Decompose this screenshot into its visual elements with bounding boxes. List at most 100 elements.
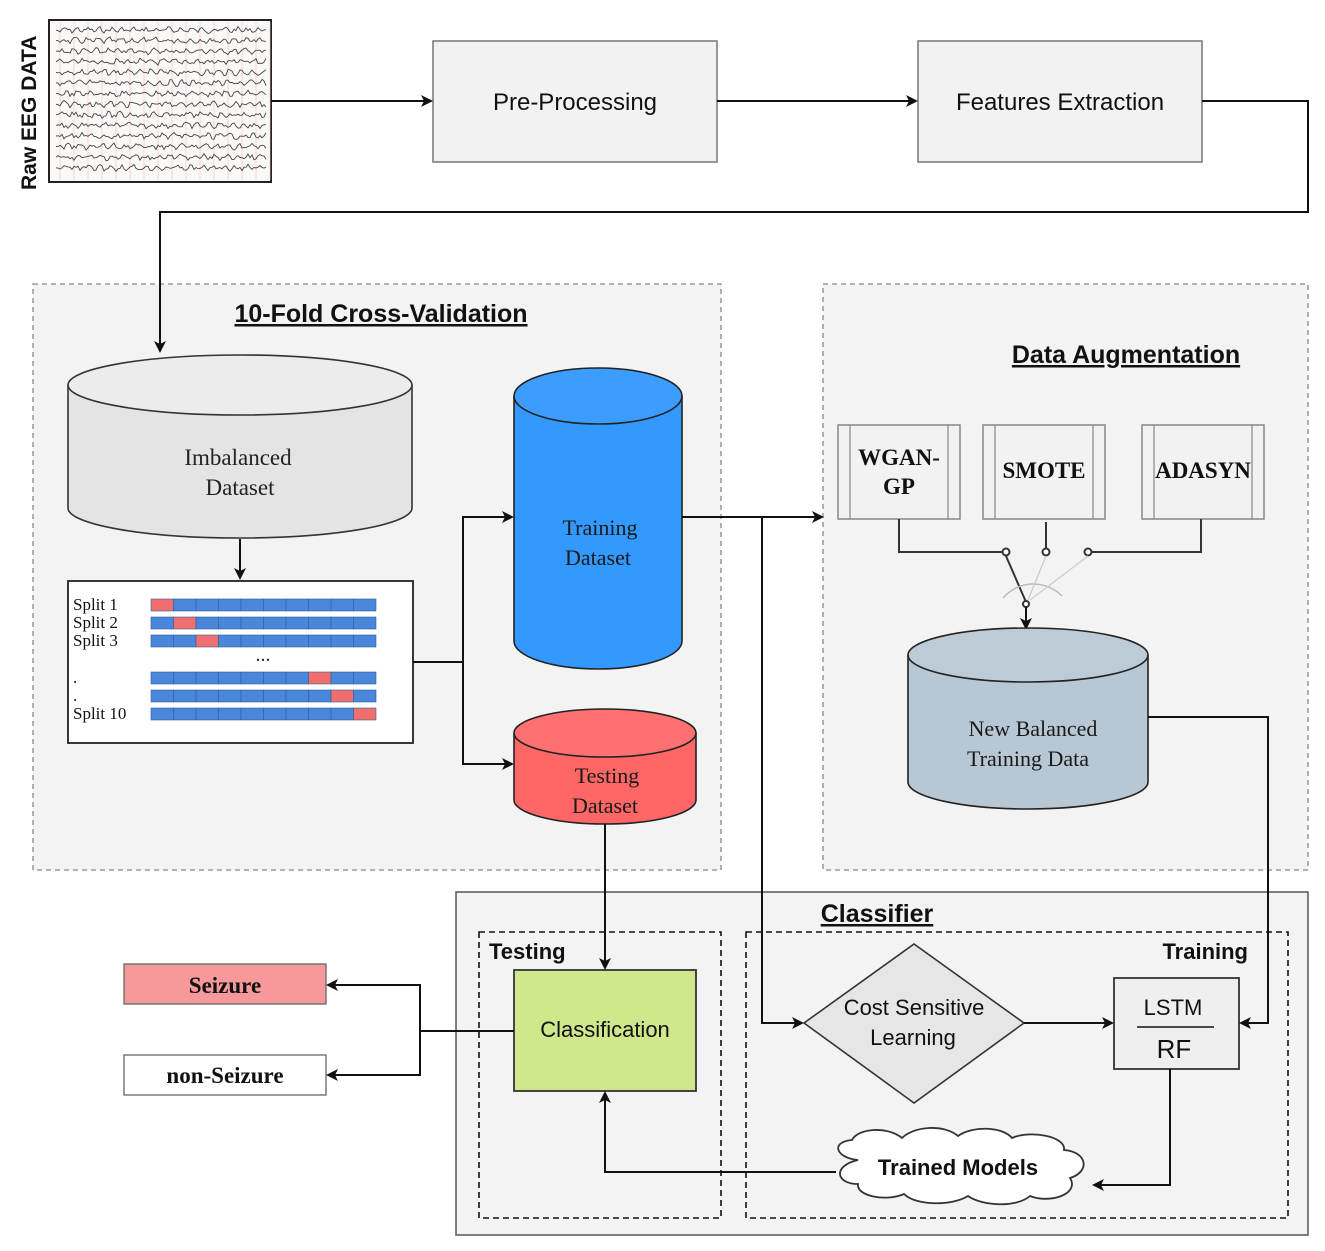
testing-dataset-label-2: Dataset bbox=[572, 793, 638, 818]
fold-train-segment bbox=[285, 616, 309, 630]
fold-train-segment bbox=[173, 598, 197, 612]
testing-dataset-cylinder bbox=[513, 708, 697, 825]
augmentation-title: Data Augmentation bbox=[1012, 341, 1240, 369]
seizure-box bbox=[123, 963, 327, 1005]
fold-train-segment bbox=[353, 598, 377, 612]
arrow-balanced-to-model bbox=[1148, 716, 1269, 1029]
trained-models-label: Trained Models bbox=[878, 1155, 1038, 1180]
testing-dataset-label-1: Testing bbox=[575, 763, 639, 788]
model-box bbox=[1113, 977, 1240, 1070]
fold-train-segment bbox=[330, 616, 354, 630]
features-extraction-label: Features Extraction bbox=[956, 89, 1164, 116]
arrow-trained-models-to-classification bbox=[599, 1091, 836, 1173]
split-label: Split 3 bbox=[73, 631, 118, 650]
arrow-to-non-seizure bbox=[326, 1031, 421, 1081]
fold-train-segment bbox=[263, 707, 287, 721]
fold-train-segment bbox=[263, 598, 287, 612]
arrow-model-to-trained-models bbox=[1092, 1069, 1171, 1191]
imbalanced-dataset-label-1: Imbalanced bbox=[184, 445, 292, 470]
fold-train-segment bbox=[218, 689, 242, 703]
fold-train-segment bbox=[285, 671, 309, 685]
fold-train-segment bbox=[150, 671, 174, 685]
training-dataset-label-2: Dataset bbox=[565, 545, 631, 570]
wgan-gp-label-2: GP bbox=[883, 474, 915, 499]
fold-train-segment bbox=[195, 707, 219, 721]
augmentation-selector-switch bbox=[898, 519, 1202, 630]
raw-eeg-label: Raw EEG DATA bbox=[18, 36, 41, 190]
fold-train-segment bbox=[263, 689, 287, 703]
fold-train-segment bbox=[330, 634, 354, 648]
fold-train-segment bbox=[150, 634, 174, 648]
fold-train-segment bbox=[173, 689, 197, 703]
fold-train-segment bbox=[308, 598, 332, 612]
split-label: Split 10 bbox=[73, 704, 126, 723]
fold-train-segment bbox=[218, 707, 242, 721]
fold-train-segment bbox=[308, 634, 332, 648]
fold-test-segment bbox=[173, 616, 197, 630]
fold-train-segment bbox=[353, 671, 377, 685]
split-label: . bbox=[73, 668, 77, 687]
arrow-to-testing-dataset bbox=[462, 662, 514, 770]
fold-train-segment bbox=[353, 689, 377, 703]
fold-train-segment bbox=[263, 671, 287, 685]
classification-box bbox=[513, 969, 697, 1092]
fold-train-segment bbox=[240, 616, 264, 630]
trained-models-cloud bbox=[837, 1127, 1085, 1206]
fold-train-segment bbox=[150, 689, 174, 703]
training-dataset-cylinder bbox=[513, 367, 683, 670]
fold-train-segment bbox=[353, 634, 377, 648]
adasyn-box bbox=[1141, 424, 1265, 520]
wgan-gp-label-1: WGAN- bbox=[858, 445, 940, 470]
fold-train-segment bbox=[353, 616, 377, 630]
classification-label: Classification bbox=[540, 1017, 670, 1042]
non-seizure-label: non-Seizure bbox=[166, 1063, 283, 1088]
testing-subregion-label: Testing bbox=[489, 939, 566, 964]
non-seizure-box bbox=[123, 1054, 327, 1096]
training-subregion bbox=[745, 931, 1289, 1219]
fold-train-segment bbox=[218, 616, 242, 630]
fold-train-segment bbox=[285, 707, 309, 721]
fold-train-segment bbox=[218, 671, 242, 685]
adasyn-label: ADASYN bbox=[1155, 458, 1251, 483]
preprocessing-label: Pre-Processing bbox=[493, 89, 657, 116]
balanced-data-label-2: Training Data bbox=[967, 746, 1089, 771]
fold-test-segment bbox=[353, 707, 377, 721]
fold-train-segment bbox=[173, 634, 197, 648]
fold-train-segment bbox=[195, 671, 219, 685]
raw-eeg-image bbox=[48, 19, 272, 183]
balanced-data-cylinder bbox=[907, 627, 1149, 810]
split-ellipsis: ... bbox=[256, 644, 271, 666]
training-subregion-label: Training bbox=[1162, 939, 1248, 964]
fold-train-segment bbox=[285, 689, 309, 703]
lstm-label: LSTM bbox=[1144, 995, 1203, 1020]
arrow-to-training-dataset bbox=[462, 511, 514, 662]
fold-train-segment bbox=[218, 634, 242, 648]
wgan-gp-box bbox=[837, 424, 961, 520]
fold-train-segment bbox=[150, 707, 174, 721]
fold-train-segment bbox=[195, 689, 219, 703]
features-extraction-box bbox=[917, 40, 1203, 163]
fold-train-segment bbox=[308, 616, 332, 630]
smote-box bbox=[982, 424, 1106, 520]
fold-train-segment bbox=[240, 689, 264, 703]
fold-train-segment bbox=[308, 707, 332, 721]
seizure-label: Seizure bbox=[189, 973, 261, 998]
split-label: Split 2 bbox=[73, 613, 118, 632]
arrow-features-to-imbalanced bbox=[154, 100, 1309, 353]
testing-subregion bbox=[478, 931, 722, 1219]
fold-train-segment bbox=[173, 671, 197, 685]
split-label: . bbox=[73, 686, 77, 705]
fold-train-segment bbox=[330, 707, 354, 721]
balanced-data-label-1: New Balanced bbox=[969, 716, 1098, 741]
fold-train-segment bbox=[195, 616, 219, 630]
fold-test-segment bbox=[150, 598, 174, 612]
fold-train-segment bbox=[240, 598, 264, 612]
imbalanced-dataset-label-2: Dataset bbox=[206, 475, 276, 500]
cv-title: 10-Fold Cross-Validation bbox=[234, 300, 527, 328]
fold-train-segment bbox=[285, 634, 309, 648]
fold-train-segment bbox=[285, 598, 309, 612]
fold-train-segment bbox=[240, 671, 264, 685]
training-dataset-label-1: Training bbox=[563, 515, 638, 540]
